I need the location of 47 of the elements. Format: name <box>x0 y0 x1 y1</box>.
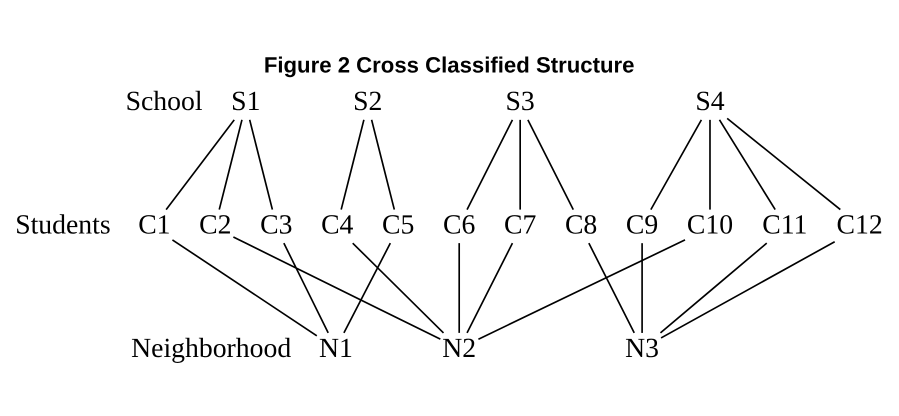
node-text: C7 <box>504 208 536 239</box>
node-text: C3 <box>260 208 292 239</box>
connector <box>641 242 643 332</box>
node-text: C10 <box>686 208 734 239</box>
node-text: S3 <box>506 84 535 116</box>
connector <box>478 238 686 340</box>
node-text: C5 <box>382 208 414 239</box>
node-text: S2 <box>353 84 382 116</box>
label: School <box>126 84 203 116</box>
label: Students <box>15 208 111 239</box>
node-text: C4 <box>321 208 354 239</box>
connector <box>650 118 702 210</box>
node-text: S4 <box>695 84 725 116</box>
label: Neighborhood <box>131 331 292 362</box>
connector <box>233 236 441 340</box>
connector <box>519 119 521 210</box>
connector <box>466 118 514 210</box>
node-text: N3 <box>625 331 660 362</box>
connector <box>466 242 514 333</box>
node-text: C6 <box>443 208 476 239</box>
node-text: C2 <box>199 208 232 239</box>
connector <box>660 242 768 334</box>
connector <box>248 119 274 210</box>
connector <box>165 118 235 210</box>
connector <box>660 240 836 338</box>
node-text: C1 <box>138 208 171 239</box>
connector <box>218 119 243 210</box>
connector <box>343 242 392 333</box>
node-text: N1 <box>318 331 353 362</box>
connector <box>340 119 365 210</box>
node-text: S1 <box>231 84 260 116</box>
node-text: N2 <box>442 331 476 362</box>
connector <box>527 118 574 210</box>
node-text: C9 <box>626 208 658 239</box>
diagram-title: Figure 2 Cross Classified Structure <box>264 52 634 77</box>
connector <box>458 242 460 332</box>
connector <box>709 119 711 210</box>
connector <box>352 242 444 334</box>
connector <box>283 242 329 333</box>
node-text: C11 <box>762 208 808 239</box>
connector <box>726 117 841 210</box>
connector <box>588 242 635 333</box>
connector <box>718 118 776 210</box>
connector <box>172 238 318 336</box>
connector <box>370 119 396 210</box>
node-text: C8 <box>564 208 598 239</box>
node-text: C12 <box>836 208 883 239</box>
